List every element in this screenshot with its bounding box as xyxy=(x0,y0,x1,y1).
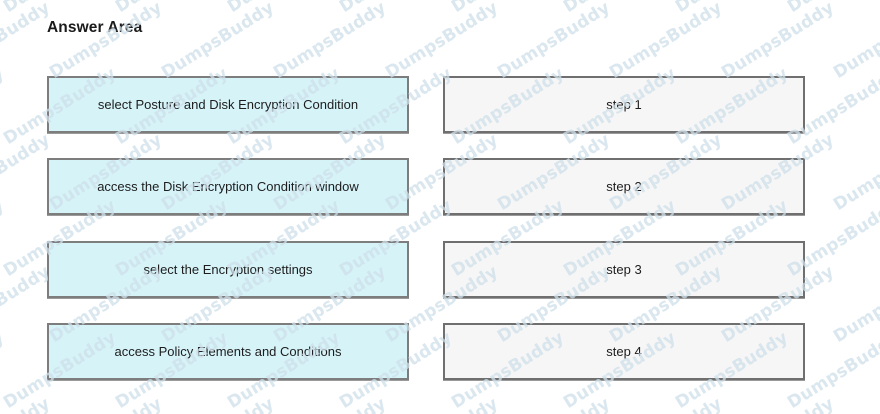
option-label: access the Disk Encryption Condition win… xyxy=(97,178,359,194)
target-label: step 3 xyxy=(606,261,642,277)
drop-target-step-4[interactable]: step 4 xyxy=(443,323,805,380)
option-label: select Posture and Disk Encryption Condi… xyxy=(97,96,359,112)
drop-target-step-1[interactable]: step 1 xyxy=(443,76,805,133)
draggable-option-4[interactable]: access Policy Elements and Conditions xyxy=(47,323,409,380)
drop-target-step-3[interactable]: step 3 xyxy=(443,241,805,298)
option-label: select the Encryption settings xyxy=(143,261,313,277)
option-label: access Policy Elements and Conditions xyxy=(114,343,342,359)
target-label: step 2 xyxy=(606,178,642,194)
draggable-option-1[interactable]: select Posture and Disk Encryption Condi… xyxy=(47,76,409,133)
draggable-option-2[interactable]: access the Disk Encryption Condition win… xyxy=(47,158,409,215)
answer-row: select Posture and Disk Encryption Condi… xyxy=(0,76,880,133)
draggable-option-3[interactable]: select the Encryption settings xyxy=(47,241,409,298)
answer-row: access the Disk Encryption Condition win… xyxy=(0,158,880,215)
target-label: step 4 xyxy=(606,343,642,359)
answer-row: select the Encryption settings step 3 xyxy=(0,241,880,298)
page-title: Answer Area xyxy=(47,19,143,36)
target-label: step 1 xyxy=(606,96,642,112)
answer-row: access Policy Elements and Conditions st… xyxy=(0,323,880,380)
drop-target-step-2[interactable]: step 2 xyxy=(443,158,805,215)
